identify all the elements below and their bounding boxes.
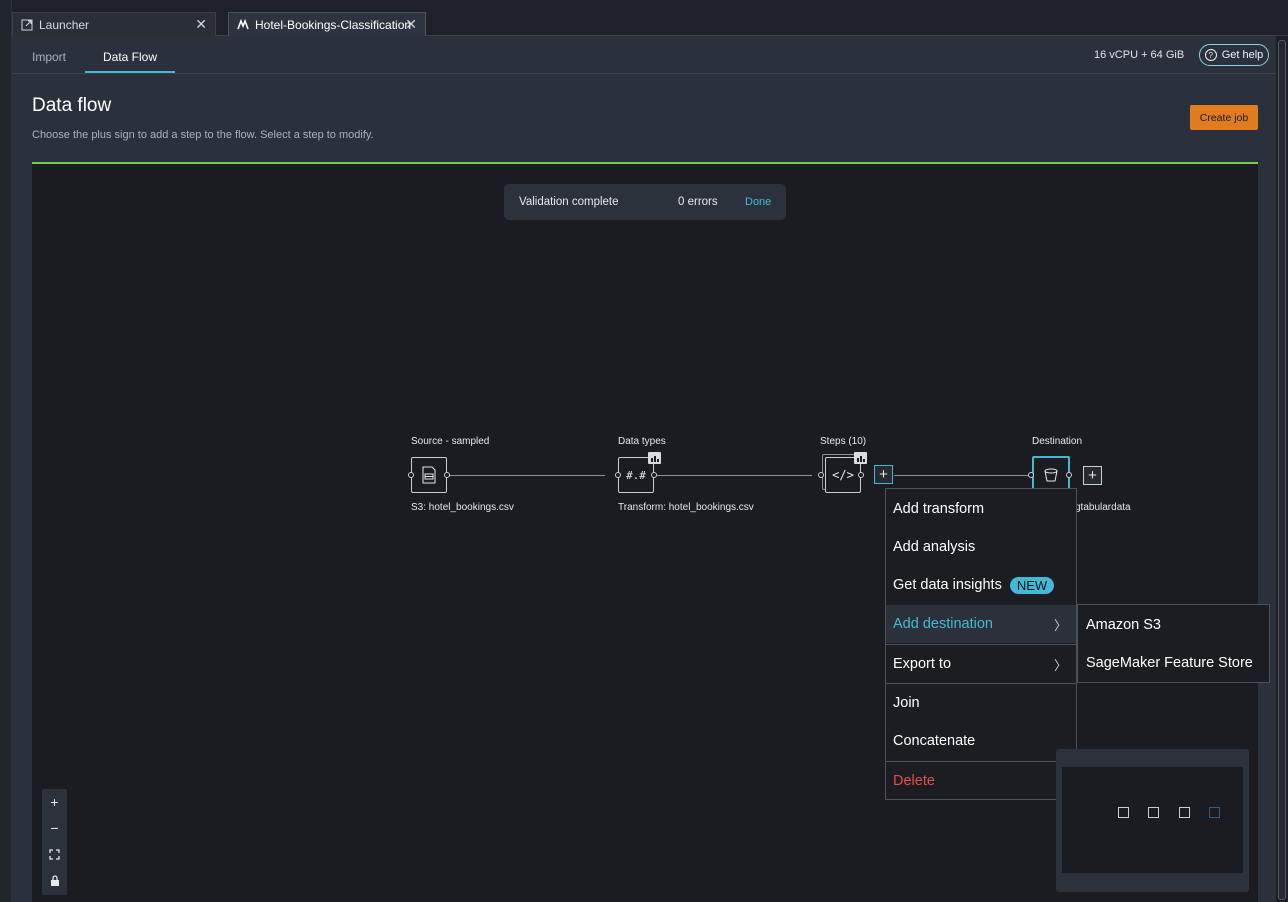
bucket-icon [1044,468,1058,482]
menu-item-delete[interactable]: Delete [886,762,1076,800]
document-tab-bar: Launcher ✕ Hotel-Bookings-Classification… [12,0,1288,36]
minimap-node [1118,807,1129,818]
add-step-button[interactable]: + [1083,466,1102,485]
menu-item-label: Add transform [893,501,985,517]
active-tab-indicator [85,71,175,73]
menu-item-add-analysis[interactable]: Add analysis [886,528,1076,566]
fit-view-icon [49,848,60,860]
tab-launcher[interactable]: Launcher ✕ [12,12,216,36]
fit-view-button[interactable] [42,841,67,867]
flow-edge [894,475,1030,476]
input-port[interactable] [408,472,414,478]
menu-item-label: Delete [893,773,935,789]
vertical-scrollbar[interactable] [1278,40,1286,900]
file-icon [422,466,436,484]
menu-item-concatenate[interactable]: Concatenate [886,722,1076,760]
tab-hotel-bookings[interactable]: Hotel-Bookings-Classification ✕ [228,12,426,36]
minimap-node [1209,807,1220,818]
get-help-button[interactable]: ? Get help [1199,44,1269,66]
add-destination-submenu: Amazon S3 SageMaker Feature Store [1077,604,1270,683]
menu-item-join[interactable]: Join [886,684,1076,722]
output-port[interactable] [1066,472,1072,478]
validation-status: Validation complete [519,196,619,208]
view-subtabs: Import Data Flow 16 vCPU + 64 GiB ? Get … [12,36,1276,74]
create-job-button[interactable]: Create job [1190,105,1258,130]
status-rule [32,162,1258,164]
lock-icon [50,874,59,886]
validation-done-link[interactable]: Done [745,196,772,208]
output-port[interactable] [444,472,450,478]
lock-button[interactable] [42,867,67,893]
validation-errors: 0 errors [678,196,718,208]
flow-edge [431,475,605,476]
tab-hotel-bookings-label: Hotel-Bookings-Classification [255,17,412,32]
chart-badge-icon [648,452,661,464]
chevron-right-icon: 〉 [1053,617,1067,633]
output-port[interactable] [858,472,864,478]
page-title: Data flow [32,95,112,116]
tab-launcher-label: Launcher [39,17,90,32]
close-icon[interactable]: ✕ [195,16,207,32]
node-steps-title: Steps (10) [820,436,867,447]
left-sidebar-strip [0,0,12,902]
input-port[interactable] [818,472,824,478]
menu-item-export-to[interactable]: Export to 〉 [886,645,1076,683]
menu-divider [886,644,1076,645]
input-port[interactable] [1028,472,1034,478]
close-icon[interactable]: ✕ [405,16,417,32]
flow-canvas[interactable]: Validation complete 0 errors Done Source… [32,164,1270,902]
help-icon: ? [1204,49,1217,61]
menu-item-label: Add destination [893,616,993,632]
zoom-controls: + − [42,789,67,895]
tab-import[interactable]: Import [32,50,67,64]
node-source[interactable] [411,457,447,493]
step-context-menu: Add transform Add analysis Get data insi… [885,488,1077,800]
node-data-types-caption: Transform: hotel_bookings.csv [618,502,754,513]
submenu-item-sagemaker-feature-store[interactable]: SageMaker Feature Store [1086,655,1253,671]
get-help-label: Get help [1221,49,1264,61]
output-port[interactable] [651,472,657,478]
tab-data-flow[interactable]: Data Flow [103,50,158,64]
menu-item-get-data-insights[interactable]: Get data insights NEW [886,566,1076,604]
flow-edge [638,475,812,476]
menu-divider [886,761,1076,762]
menu-item-label: Get data insights [893,577,1002,593]
node-destination-title: Destination [1032,436,1083,447]
zoom-out-button[interactable]: − [50,820,59,836]
menu-item-label: Join [893,695,920,711]
menu-item-label: Add analysis [893,539,976,555]
minimap[interactable] [1056,749,1249,892]
chart-badge-icon [854,452,867,464]
minimap-viewport [1062,767,1243,873]
code-icon: </> [832,468,854,482]
new-badge: NEW [1009,576,1055,594]
node-data-types-title: Data types [618,436,666,447]
external-launcher-icon [21,19,33,30]
menu-item-label: Concatenate [893,733,976,749]
compute-resources: 16 vCPU + 64 GiB [1094,49,1185,61]
minimap-node [1148,807,1159,818]
menu-item-label: Export to [893,656,952,672]
data-wrangler-panel: Import Data Flow 16 vCPU + 64 GiB ? Get … [12,36,1276,902]
add-step-button[interactable]: + [874,465,893,484]
node-destination-caption: gtabulardata [1075,502,1131,513]
node-source-title: Source - sampled [411,436,490,447]
chevron-right-icon: 〉 [1053,657,1067,673]
menu-divider [886,683,1076,684]
zoom-in-button[interactable]: + [50,794,59,810]
data-wrangler-icon [237,18,249,29]
menu-item-add-transform[interactable]: Add transform [886,490,1076,528]
input-port[interactable] [615,472,621,478]
page-description: Choose the plus sign to add a step to th… [32,129,374,141]
validation-toast: Validation complete 0 errors Done [504,184,786,220]
data-types-glyph: #.# [626,468,646,482]
node-source-caption: S3: hotel_bookings.csv [411,502,514,513]
minimap-node [1179,807,1190,818]
menu-item-add-destination[interactable]: Add destination 〉 [886,605,1076,643]
submenu-item-amazon-s3[interactable]: Amazon S3 [1086,617,1161,633]
